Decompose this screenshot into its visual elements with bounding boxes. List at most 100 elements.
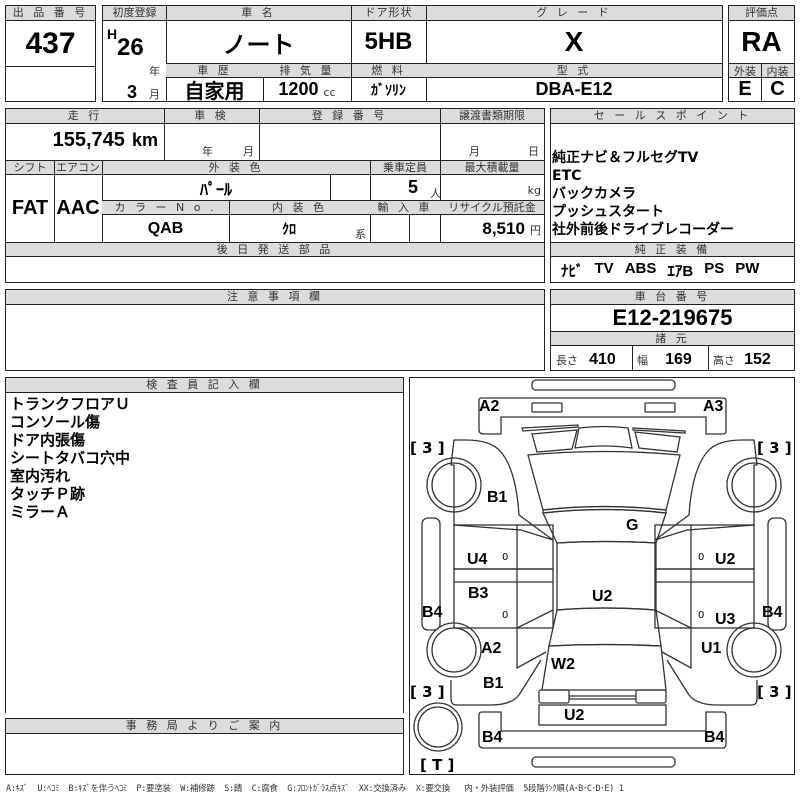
rear-door-left [453, 568, 554, 629]
vehicle-info-box: 初度登録 車 名 ドア形状 グ レ ー ド H 26 年 ノート 5HB X 車… [102, 5, 723, 102]
inspector-item: ミラーＡ [10, 503, 71, 521]
inspection-month-unit: 月 [243, 145, 254, 158]
registration-year-unit: 年 [149, 65, 160, 78]
mark-g: G [626, 517, 639, 534]
equipment-list: ﾅﾋﾞ TV ABS ｴｱB PS PW [561, 260, 759, 281]
rear-door-right [654, 568, 755, 629]
rear-fender-right [654, 609, 758, 706]
shift: FAT [11, 197, 49, 219]
mark-small-0: 0 [698, 552, 705, 563]
displacement-value: 1200 [278, 79, 319, 99]
registration-month: 3 [127, 82, 138, 102]
mileage-value: 155,745 [52, 129, 125, 151]
history-label: 車 歴 [166, 64, 263, 78]
length-value: 410 [589, 351, 616, 368]
mark-w2: W2 [551, 656, 575, 673]
sales-points-label: セ ー ル ス ポ イ ン ト [551, 109, 794, 124]
model-code: DBA-E12 [535, 79, 613, 99]
sales-point-item: プッシュスタート [552, 204, 664, 220]
legend: A:ｷｽﾞ U:ﾍｺﾐ B:ｷｽﾞを伴うﾍｺﾐ P:要塗装 W:補修跡 S:錆 … [6, 784, 624, 794]
aircon: AAC [56, 197, 100, 219]
front-bumper-bar [531, 379, 676, 391]
tire-rear-left [426, 622, 482, 678]
interior-color-unit: 系 [355, 228, 366, 241]
inspector-item: コンソール傷 [10, 413, 101, 431]
mark-u1: U1 [701, 640, 722, 657]
mileage: 155,745 km [53, 129, 158, 152]
spare-tire-rating: [ T ] [420, 756, 455, 774]
mark-small-0: 0 [502, 552, 509, 563]
mark-u3: U3 [715, 611, 736, 628]
mark-u2-right: U2 [715, 551, 736, 568]
fog-lamp-left [531, 402, 563, 413]
height: 高さ 152 [713, 349, 771, 369]
grade-label: グ レ ー ド [426, 6, 722, 21]
office-label: 事 務 局 よ り ご 案 内 [6, 719, 403, 734]
rear-panel [538, 704, 667, 726]
mark-a3-front: A3 [703, 398, 724, 415]
exterior-score: E [738, 78, 752, 100]
front-fender-left [450, 439, 554, 541]
later-parts-label: 後 日 発 送 部 品 [6, 242, 544, 257]
score-box: 評価点 RA 外装 内装 E C [728, 5, 795, 102]
equipment-item: ｴｱB [667, 263, 694, 280]
sales-point-item: 社外前後ドライブレコーダー [552, 222, 734, 238]
tire-rating-rear-right: [ 3 ] [757, 683, 792, 701]
transfer-deadline-label: 譲渡書類期限 [440, 109, 544, 124]
fuel-label: 燃 料 [351, 64, 426, 78]
recycle-fee-unit: 円 [530, 224, 541, 237]
mark-small-0: 0 [698, 610, 705, 621]
sales-point-item: バックカメラ [552, 186, 636, 202]
rear-fender-left [450, 609, 554, 706]
color-number-label: カ ラ ー N o . [102, 201, 229, 215]
displacement: 1200 cc [263, 78, 351, 101]
sales-point-item: ETC [552, 168, 582, 184]
capacity-value: 5 [408, 177, 419, 197]
interior-score-label: 内装 [766, 65, 789, 78]
mark-b4-rear-right: B4 [704, 729, 725, 746]
displacement-label: 排 気 量 [263, 64, 351, 78]
exterior-color-label: 外 装 色 [102, 161, 370, 175]
hood [527, 450, 681, 511]
inspection-year-unit: 年 [202, 145, 213, 158]
tire-rating-front-right: [ 3 ] [757, 439, 792, 457]
mark-b4-rear-left: B4 [482, 729, 503, 746]
sales-point-item: 純正ナビ＆フルセグTV [552, 150, 699, 166]
recycle-fee: 8,510 円 [482, 219, 541, 239]
details-box: 走 行 車 検 登 録 番 号 譲渡書類期限 155,745 km 年 月 月 … [5, 108, 545, 283]
width-label: 幅 [637, 354, 648, 367]
door-type-label: ドア形状 [351, 6, 426, 21]
shift-label: シフト [6, 161, 54, 175]
sill-right [767, 517, 787, 631]
later-parts-area [6, 257, 544, 282]
transfer-day-unit: 日 [528, 145, 539, 158]
exterior-color: ﾊﾟｰﾙ [199, 179, 232, 199]
interior-color: ｸﾛ [282, 221, 296, 238]
mileage-unit: km [131, 130, 158, 150]
tire-rating-rear-left: [ 3 ] [410, 683, 445, 701]
sales-points-box: セ ー ル ス ポ イ ン ト 純正ナビ＆フルセグTV ETC バックカメラ プ… [550, 108, 795, 283]
width-value: 169 [665, 351, 692, 368]
lot-number: 437 [25, 26, 76, 60]
inspector-box: 検 査 員 記 入 欄 トランクフロアＵ コンソール傷 ドア内張傷 シートタバコ… [5, 377, 404, 713]
equipment-item: PW [735, 260, 760, 277]
chassis-number: E12-219675 [612, 305, 733, 330]
exterior-score-label: 外装 [734, 65, 756, 78]
equipment-item: ABS [624, 260, 657, 277]
door-type: 5HB [364, 28, 413, 55]
trunk [541, 643, 667, 691]
damage-diagram-box: A2 A3 [ 3 ] [ 3 ] B1 G U4 0 0 U2 B3 U2 B… [409, 377, 795, 775]
inspector-item: ドア内張傷 [10, 431, 86, 449]
tire-front-left [426, 457, 482, 513]
front-fender-right [654, 439, 758, 541]
front-bumper [478, 397, 727, 435]
notes-box: 注 意 事 項 欄 [5, 289, 545, 371]
lot-label: 出 品 番 号 [6, 6, 95, 21]
windshield [542, 508, 667, 544]
aircon-label: エアコン [54, 161, 102, 175]
rear-bumper-bar [531, 756, 676, 768]
tail-lamp-left [538, 689, 570, 704]
interior-score: C [770, 78, 785, 100]
mark-a2-rear: A2 [481, 640, 502, 657]
inspector-list: トランクフロアＵ コンソール傷 ドア内張傷 シートタバコ穴中 室内汚れ タッチＰ… [10, 395, 130, 521]
